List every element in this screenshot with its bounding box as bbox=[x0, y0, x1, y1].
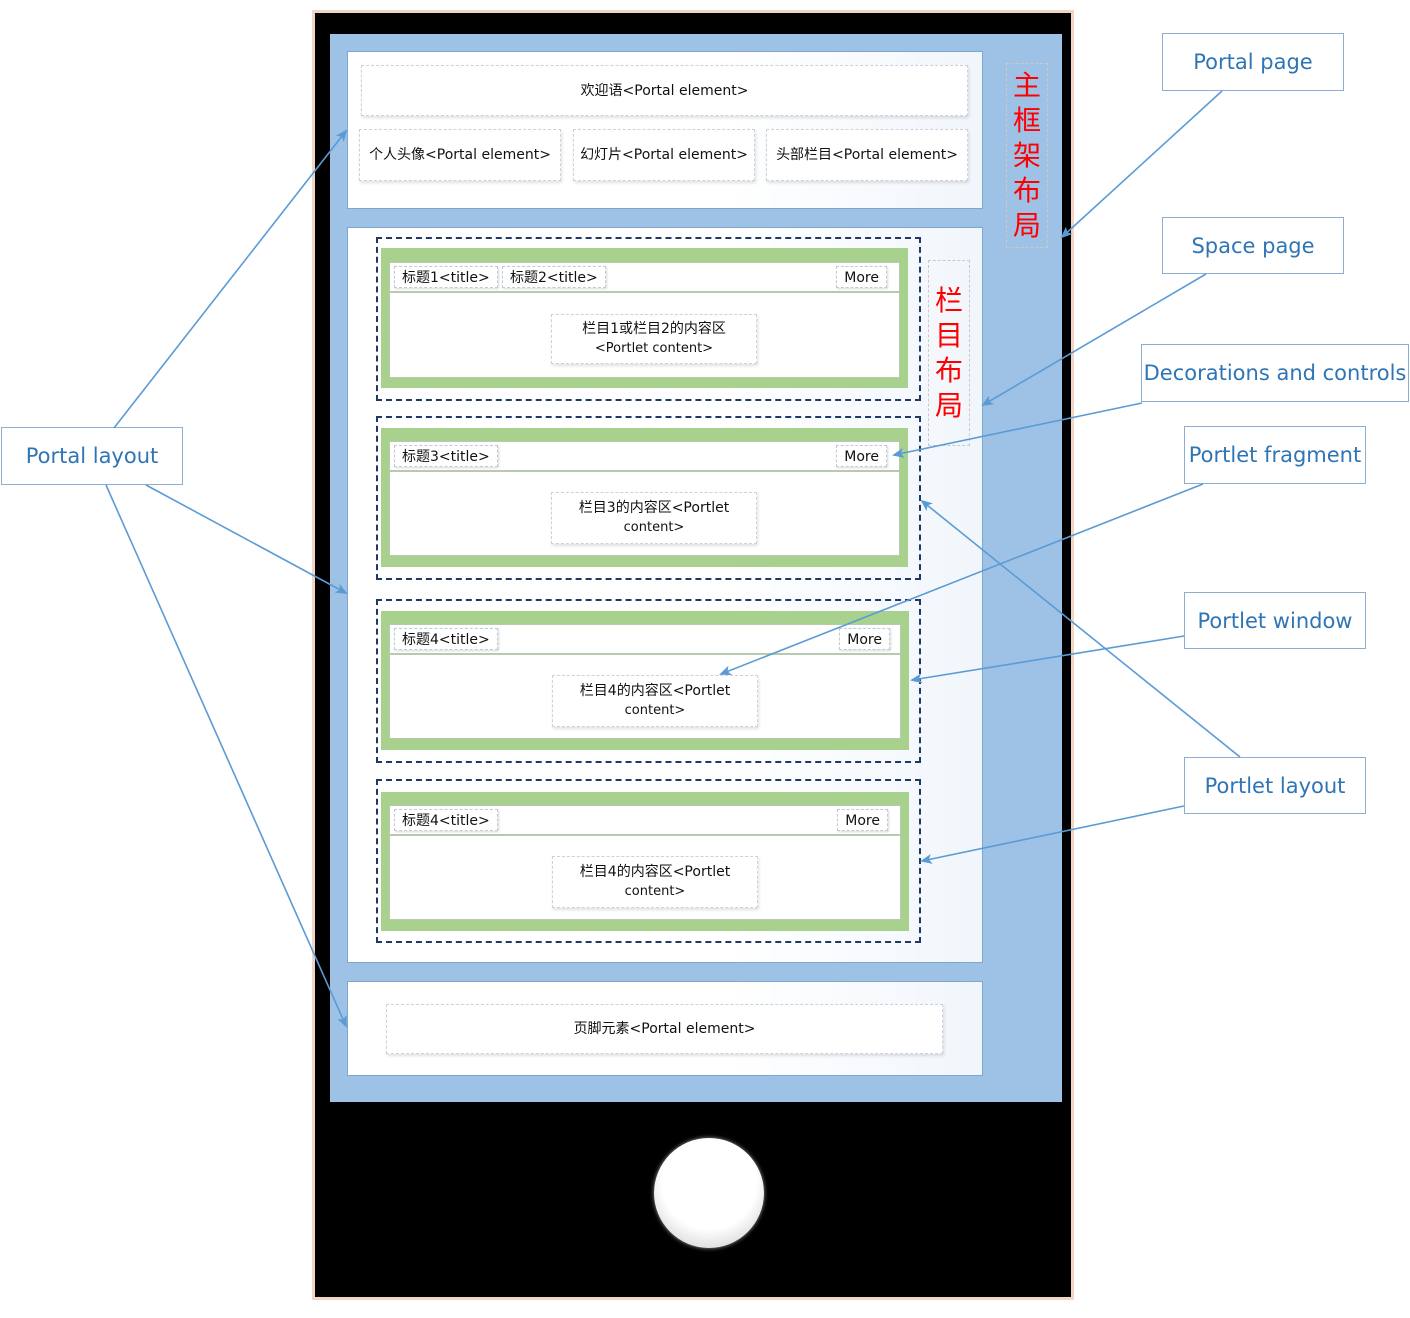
content-line: 栏目1或栏目2的内容区 bbox=[582, 321, 726, 337]
portlet-layout-outline-1 bbox=[376, 237, 921, 401]
arrow-portal-layout-header bbox=[113, 129, 348, 429]
portal-layout-label: Portal layout bbox=[1, 427, 183, 485]
content-line: content> bbox=[624, 884, 686, 899]
content-line: 栏目4的内容区<Portlet bbox=[579, 864, 731, 880]
arrow-portal-page bbox=[1060, 90, 1223, 239]
portlet-title-tab[interactable]: 标题4<title> bbox=[394, 628, 498, 650]
portlet-layout-outline-2 bbox=[376, 416, 921, 580]
portlet-titlebar-4: 标题4<title> More bbox=[390, 806, 900, 836]
arrow-decorations bbox=[892, 402, 1143, 458]
arrow-portal-layout-footer bbox=[105, 484, 347, 1028]
welcome-element: 欢迎语<Portal element> bbox=[361, 65, 968, 116]
arrow-portlet-fragment bbox=[719, 483, 1204, 675]
decorations-label: Decorations and controls bbox=[1141, 344, 1409, 402]
portlet-titlebar-3: 标题4<title> More bbox=[390, 625, 900, 655]
column-layout-label: 栏 目 布 局 bbox=[928, 260, 970, 446]
more-button[interactable]: More bbox=[837, 809, 888, 831]
portlet-body-4: 标题4<title> More 栏目4的内容区<Portlet content> bbox=[389, 805, 901, 920]
portlet-content-3: 栏目4的内容区<Portlet content> bbox=[552, 675, 758, 727]
portlet-window-2: 标题3<title> More 栏目3的内容区<Portlet content> bbox=[381, 428, 908, 567]
home-button[interactable] bbox=[654, 1138, 764, 1248]
content-line: <Portlet content> bbox=[594, 341, 714, 356]
avatar-element: 个人头像<Portal element> bbox=[359, 129, 561, 181]
arrow-space-page bbox=[981, 273, 1207, 407]
more-button[interactable]: More bbox=[836, 445, 887, 467]
content-line: content> bbox=[623, 520, 685, 535]
column-layout-char: 目 bbox=[934, 319, 963, 352]
main-frame-char: 架 bbox=[1012, 139, 1041, 172]
content-line: 栏目3的内容区<Portlet bbox=[578, 500, 730, 516]
portlet-body-3: 标题4<title> More 栏目4的内容区<Portlet content> bbox=[389, 624, 901, 739]
portlet-title-tab[interactable]: 标题2<title> bbox=[502, 266, 606, 288]
portlet-titlebar-1: 标题1<title> 标题2<title> More bbox=[390, 263, 899, 293]
portlet-window-3: 标题4<title> More 栏目4的内容区<Portlet content> bbox=[381, 611, 909, 750]
portlet-window-label: Portlet window bbox=[1184, 592, 1366, 649]
column-layout-char: 布 bbox=[934, 354, 963, 387]
header-column-element: 头部栏目<Portal element> bbox=[766, 129, 968, 181]
portlet-title-tab[interactable]: 标题1<title> bbox=[394, 266, 498, 288]
column-layout-char: 局 bbox=[934, 389, 963, 422]
more-button[interactable]: More bbox=[836, 266, 887, 288]
footer-element: 页脚元素<Portal element> bbox=[386, 1004, 943, 1054]
portlet-title-tab[interactable]: 标题3<title> bbox=[394, 445, 498, 467]
portlet-fragment-label: Portlet fragment bbox=[1184, 426, 1366, 484]
space-page-label: Space page bbox=[1162, 217, 1344, 274]
portlet-body-2: 标题3<title> More 栏目3的内容区<Portlet content> bbox=[389, 441, 900, 556]
portlet-body-1: 标题1<title> 标题2<title> More 栏目1或栏目2的内容区 <… bbox=[389, 262, 900, 378]
main-frame-char: 框 bbox=[1012, 104, 1041, 137]
arrow-portlet-layout-a bbox=[920, 499, 1241, 758]
portlet-window-1: 标题1<title> 标题2<title> More 栏目1或栏目2的内容区 <… bbox=[381, 248, 908, 388]
slideshow-element: 幻灯片<Portal element> bbox=[573, 129, 755, 181]
portlet-content-4: 栏目4的内容区<Portlet content> bbox=[552, 856, 758, 908]
more-button[interactable]: More bbox=[839, 628, 890, 650]
main-frame-char: 主 bbox=[1012, 69, 1041, 102]
column-layout-char: 栏 bbox=[934, 284, 963, 317]
main-frame-char: 布 bbox=[1012, 174, 1041, 207]
portlet-window-4: 标题4<title> More 栏目4的内容区<Portlet content> bbox=[381, 792, 909, 931]
portal-page-label: Portal page bbox=[1162, 33, 1344, 91]
arrow-portal-layout-space bbox=[145, 484, 348, 594]
portlet-layout-outline-4 bbox=[376, 779, 921, 943]
portlet-layout-label: Portlet layout bbox=[1184, 757, 1366, 814]
portlet-titlebar-2: 标题3<title> More bbox=[390, 442, 899, 472]
portlet-title-tab[interactable]: 标题4<title> bbox=[394, 809, 498, 831]
portlet-content-2: 栏目3的内容区<Portlet content> bbox=[551, 492, 757, 544]
main-frame-layout-label: 主 框 架 布 局 bbox=[1006, 63, 1048, 248]
main-frame-char: 局 bbox=[1012, 209, 1041, 242]
arrow-portlet-window bbox=[910, 635, 1185, 684]
portlet-content-1: 栏目1或栏目2的内容区 <Portlet content> bbox=[551, 314, 757, 364]
content-line: content> bbox=[624, 703, 686, 718]
content-line: 栏目4的内容区<Portlet bbox=[579, 683, 731, 699]
arrow-portlet-layout-b bbox=[920, 805, 1185, 864]
